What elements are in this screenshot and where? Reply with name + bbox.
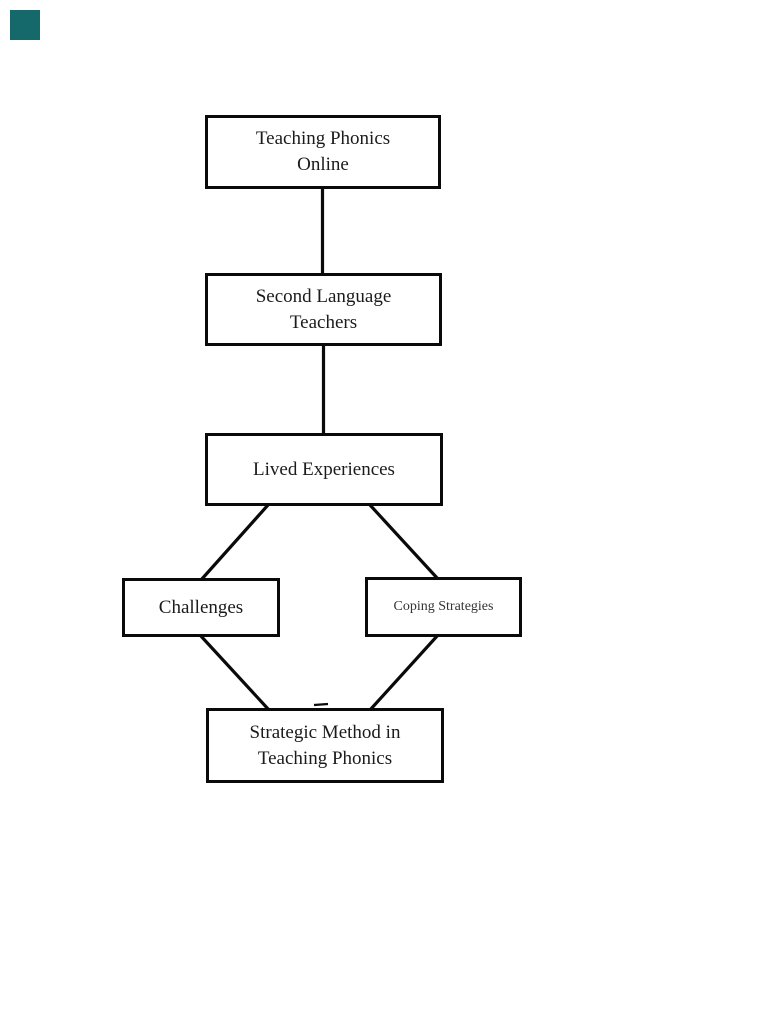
node-label: Coping Strategies (393, 599, 494, 614)
node-label: Strategic Method in Teaching Phonics (249, 721, 401, 769)
node-lived-experiences: Lived Experiences (205, 433, 443, 506)
node-second-language-teachers: Second Language Teachers (205, 273, 442, 346)
node-label: Teaching Phonics Online (255, 128, 391, 175)
connector-challenges-to-strategic (198, 633, 271, 712)
node-label: Challenges (158, 596, 244, 618)
node-strategic-method: Strategic Method in Teaching Phonics (206, 708, 444, 783)
connector-lived-to-coping (368, 503, 440, 581)
node-teaching-phonics-online: Teaching Phonics Online (205, 115, 441, 189)
node-coping-strategies: Coping Strategies (365, 577, 522, 637)
corner-marker (10, 10, 40, 40)
node-label: Lived Experiences (253, 458, 395, 480)
stray-mark (313, 702, 329, 707)
connector-lived-to-challenges (199, 503, 270, 582)
node-challenges: Challenges (122, 578, 280, 637)
connector-coping-to-strategic (368, 633, 440, 712)
node-label: Second Language Teachers (255, 285, 392, 333)
